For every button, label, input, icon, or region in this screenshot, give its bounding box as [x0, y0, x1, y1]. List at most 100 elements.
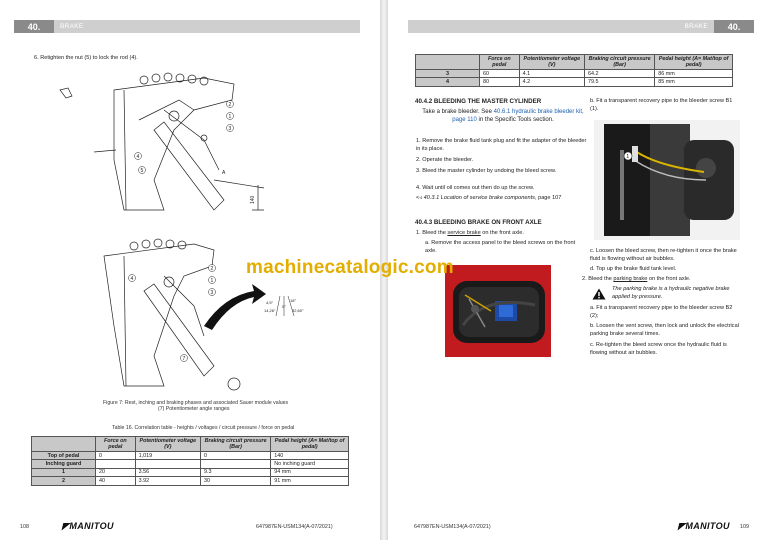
warning-icon — [592, 288, 606, 300]
left-page: 40. BRAKE 6. Retighten the nut (5) to lo… — [0, 0, 380, 540]
correlation-table-left: Force on pedal Potentiometer voltage (V)… — [31, 436, 349, 486]
step-text-b: on the front axle. — [480, 230, 524, 236]
chapter-title-right: BRAKE — [408, 20, 714, 33]
right-page-number: 109 — [740, 524, 749, 530]
photo-callout-1: 1 — [626, 154, 629, 160]
table-row: 1 20 3.56 9.3 94 mm — [31, 467, 349, 478]
table-cell: Top of pedal — [31, 450, 96, 461]
link-arrow-icon: <◃ — [416, 195, 423, 201]
table-cell: 30 — [199, 476, 272, 486]
table-cell: 94 mm — [270, 467, 349, 478]
rotation-arrow-icon — [204, 284, 266, 330]
figure-caption-2: (7) Potentiometer angle ranges — [158, 406, 230, 412]
table-header-pressure: Braking circuit pressure (Bar) — [583, 54, 656, 70]
table-cell: 0 — [95, 450, 136, 461]
parking-brake-warning: The parking brake is a hydraulic negativ… — [612, 286, 730, 300]
ref-page-text: , page 107 — [534, 195, 562, 201]
table-header-height: Pedal height (A= Mat/top of pedal) — [270, 436, 349, 452]
hydraulic-bleeder-kit-link[interactable]: 40.6.1 hydraulic brake bleeder kit, page… — [452, 109, 584, 123]
pedal-diagram-bottom: 2 1 3 4 7 4,5° 14,26° 0° 18° 32,60° — [103, 238, 304, 391]
callout-4-bottom: 4 — [131, 276, 134, 282]
left-doc-ref: 647987EN-USM134(A-07/2021) — [256, 524, 333, 530]
table-header-blank — [31, 436, 96, 452]
service-brake-location-link[interactable]: 40.3.1 Location of service brake compone… — [423, 195, 535, 201]
cross-reference: <◃ 40.3.1 Location of service brake comp… — [416, 195, 588, 203]
chapter-number: 40. — [14, 20, 54, 33]
left-page-number: 108 — [20, 524, 29, 530]
table-cell — [134, 459, 201, 469]
front-axle-image — [445, 265, 551, 357]
table-caption: Table 16. Correlation table - heights / … — [112, 425, 295, 431]
parking-brake-link[interactable]: parking brake — [613, 276, 648, 282]
callout-2-bottom: 2 — [211, 266, 214, 272]
right-header: BRAKE 40. — [408, 20, 754, 33]
label-a: A — [222, 170, 226, 176]
table-header-force: Force on pedal — [479, 54, 520, 70]
service-brake-link[interactable]: service brake — [447, 230, 481, 236]
table-cell: 4.1 — [518, 68, 585, 79]
table-cell: 3 — [415, 68, 480, 79]
table-row: Inching guard No inching guard — [31, 459, 349, 469]
table-row: 3 60 4.1 64.2 86 mm — [415, 68, 733, 79]
logo-text: MANITOU — [69, 521, 114, 531]
step-3-text: 3. Bleed the master cylinder by undoing … — [416, 168, 557, 174]
table-cell: 3.56 — [134, 467, 201, 478]
angle-32-60: 32,60° — [292, 308, 304, 313]
manitou-logo-icon: ◤ — [678, 521, 686, 531]
step-1-text: 1. Remove the brake fluid tank plug and … — [416, 138, 587, 152]
angle-4-5: 4,5° — [266, 300, 274, 305]
table-cell — [95, 459, 136, 469]
step-text-a: 1. Bleed the — [416, 230, 448, 236]
pedal-diagram-top: 2 1 3 4 5 A 140 — [59, 72, 265, 211]
topup-fluid-text: d. Top up the brake fluid tank level. — [590, 266, 677, 272]
table-cell: 140 — [270, 450, 349, 461]
table-header-voltage: Potentiometer voltage (V) — [134, 436, 201, 452]
table-cell: 91 mm — [270, 476, 349, 486]
section-bleeding-master-cylinder: 40.4.2 BLEEDING THE MASTER CYLINDER — [415, 98, 542, 105]
chapter-title: BRAKE — [54, 20, 360, 33]
table-cell: 64.2 — [583, 68, 656, 79]
intro-paragraph: Take a brake bleeder. See 40.6.1 hydraul… — [418, 108, 588, 124]
callout-3-top: 3 — [229, 126, 232, 132]
table-cell: 3.92 — [134, 476, 201, 486]
table-cell: 4.2 — [518, 77, 585, 87]
table-cell: 86 mm — [654, 68, 733, 79]
label-140: 140 — [250, 195, 256, 204]
table-cell: 79.5 — [583, 77, 656, 87]
table-header-force: Force on pedal — [95, 436, 136, 452]
fit-pipe-b1-text: b. Fit a transparent recovery pipe to th… — [590, 98, 733, 112]
table-cell: 60 — [479, 68, 520, 79]
table-cell: 2 — [31, 476, 96, 486]
front-axle-photo — [445, 265, 551, 357]
manitou-logo-left: ◤MANITOU — [62, 521, 114, 532]
book-spine — [380, 0, 388, 540]
left-header: 40. BRAKE — [14, 20, 360, 33]
step-text-b: on the front axle. — [647, 276, 691, 282]
table-cell: 80 — [479, 77, 520, 87]
manitou-logo-right: ◤MANITOU — [678, 521, 730, 532]
table-header-voltage: Potentiometer voltage (V) — [518, 54, 585, 70]
angle-18: 18° — [290, 298, 296, 303]
table-header-blank — [415, 54, 480, 70]
callout-4-top: 4 — [137, 154, 140, 160]
table-cell: 1,019 — [134, 450, 201, 461]
loosen-bleed-screw-text: c. Loosen the bleed screw, then re-tight… — [590, 248, 737, 262]
step-6-text: 6. Retighten the nut (5) to lock the rod… — [34, 55, 138, 61]
angle-14-26: 14,26° — [264, 308, 276, 313]
right-doc-ref: 647987EN-USM134(A-07/2021) — [414, 524, 491, 530]
table-header-pressure: Braking circuit pressure (Bar) — [199, 436, 272, 452]
manitou-logo-icon: ◤ — [62, 521, 70, 531]
step-4-text: 4. Wait until oil comes out then do up t… — [416, 185, 535, 191]
hand-icon — [59, 87, 73, 99]
table-cell: 9.3 — [199, 467, 272, 478]
table-cell: 0 — [199, 450, 272, 461]
fit-pipe-b2-text: a. Fit a transparent recovery pipe to th… — [590, 305, 733, 319]
logo-text: MANITOU — [685, 521, 730, 531]
loosen-vent-screw-text: b. Loosen the vent screw, then lock and … — [590, 323, 739, 337]
step-text-a: 2. Bleed the — [582, 276, 614, 282]
chapter-number-right: 40. — [714, 20, 754, 33]
callout-7-bottom: 7 — [183, 356, 186, 362]
bleed-parking-brake-step: 2. Bleed the parking brake on the front … — [582, 276, 742, 284]
table-row: 2 40 3.92 30 91 mm — [31, 476, 349, 486]
callout-3-bottom: 3 — [211, 290, 214, 296]
